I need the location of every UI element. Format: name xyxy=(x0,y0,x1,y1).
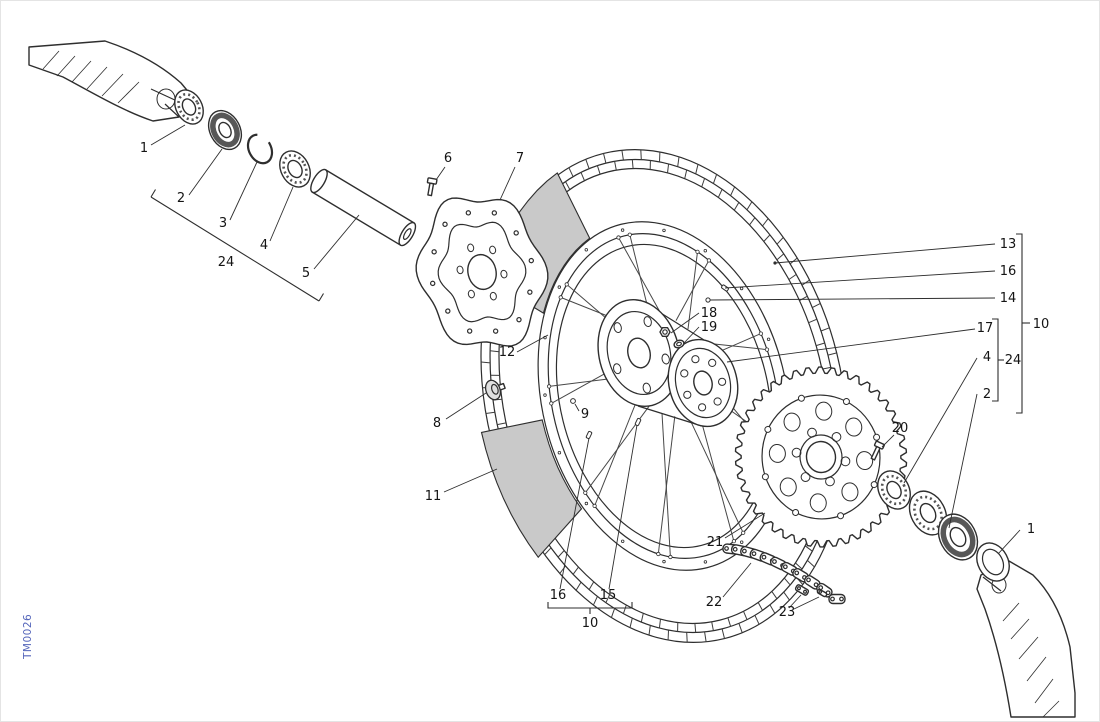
axle-5 xyxy=(310,168,417,247)
hub-flange-holes xyxy=(613,316,727,412)
bolt-20 xyxy=(870,440,885,461)
callout-3: 3 xyxy=(219,216,227,231)
seal-right-2 xyxy=(937,513,979,561)
brake-disc-7 xyxy=(415,197,549,347)
callout-2-left: 2 xyxy=(177,191,185,206)
circlip-3 xyxy=(246,133,274,165)
seal-left-2 xyxy=(207,109,243,151)
callout-15: 15 xyxy=(600,588,617,603)
callout-7: 7 xyxy=(516,151,524,166)
callouts: 1 2 3 4 24 5 6 7 13 16 14 10 17 4 24 2 1… xyxy=(140,141,1049,631)
callout-16-bottom: 16 xyxy=(550,588,567,603)
callout-9: 9 xyxy=(581,407,589,422)
callout-24-left: 24 xyxy=(218,255,235,270)
swingarm-bottom-right xyxy=(976,560,1076,718)
callout-4-right: 4 xyxy=(983,350,991,365)
washer-19 xyxy=(673,339,685,349)
group-brackets xyxy=(150,189,1030,614)
bolt-6 xyxy=(426,177,438,197)
swingarm-top-left xyxy=(28,40,192,122)
rim-outer xyxy=(537,221,791,571)
rim-inner xyxy=(555,243,773,549)
valve-cap-8 xyxy=(484,379,506,401)
callout-4-left: 4 xyxy=(260,238,268,253)
callout-18: 18 xyxy=(701,306,718,321)
figure-code: TM0026 xyxy=(22,614,34,660)
leader-lines xyxy=(150,124,1021,610)
tube-sleeve-11 xyxy=(480,419,583,559)
callout-10-bottom: 10 xyxy=(582,616,599,631)
bearing-left-4 xyxy=(279,150,311,188)
callout-14: 14 xyxy=(1000,291,1017,306)
callout-19: 19 xyxy=(701,320,718,335)
bearing-right-4 xyxy=(877,470,911,510)
callout-16-right: 16 xyxy=(1000,264,1017,279)
callout-24-right: 24 xyxy=(1005,353,1022,368)
chain-22 xyxy=(722,543,846,605)
bearing-left-1 xyxy=(174,89,204,125)
spacer-right-1 xyxy=(976,542,1010,582)
callout-1-right: 1 xyxy=(1027,522,1035,537)
hub-nut-18 xyxy=(659,327,671,337)
spoke-nipple-9 xyxy=(570,398,576,404)
callout-1-left: 1 xyxy=(140,141,148,156)
callout-2-right: 2 xyxy=(983,387,991,402)
callout-11: 11 xyxy=(425,489,442,504)
callout-10-right: 10 xyxy=(1033,317,1050,332)
callout-8: 8 xyxy=(433,416,441,431)
callout-23: 23 xyxy=(779,605,796,620)
master-link-23 xyxy=(794,584,828,598)
callout-20: 20 xyxy=(892,421,909,436)
hub xyxy=(597,299,739,428)
callout-21: 21 xyxy=(707,535,724,550)
rim-mid xyxy=(547,233,781,559)
callout-12: 12 xyxy=(499,345,516,360)
callout-22: 22 xyxy=(706,595,723,610)
callout-17: 17 xyxy=(977,321,994,336)
sprocket-21 xyxy=(734,366,908,548)
callout-13: 13 xyxy=(1000,237,1017,252)
callout-6: 6 xyxy=(444,151,452,166)
callout-5: 5 xyxy=(302,266,310,281)
